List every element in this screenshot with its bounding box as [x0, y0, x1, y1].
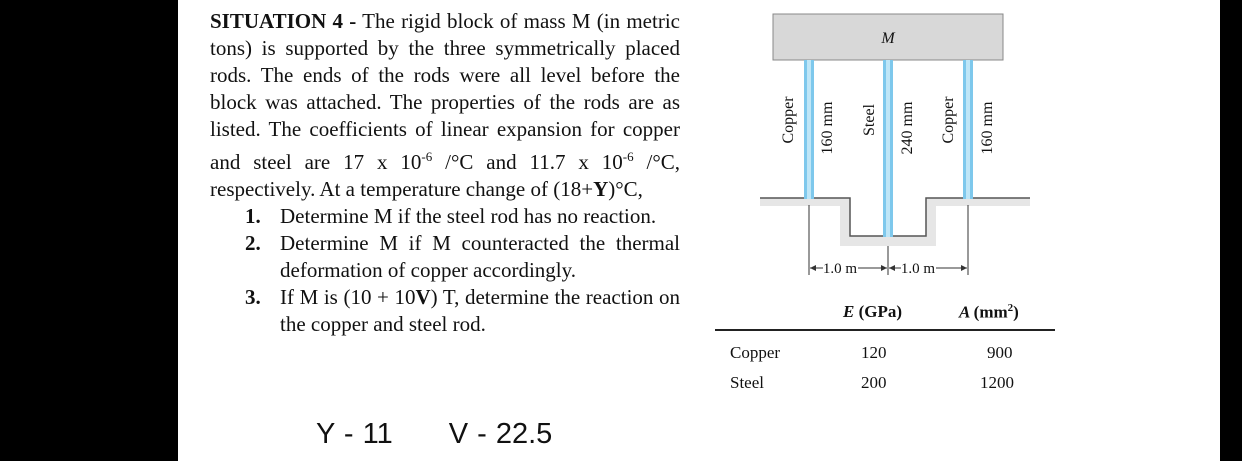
header-unit: (mm — [973, 302, 1008, 322]
intro-text: /°C, respectively. At a temperature chan… — [210, 150, 680, 201]
header-unit: ) — [1013, 302, 1019, 322]
spacing-label: 1.0 m — [823, 261, 858, 277]
question-number: 3. — [245, 285, 261, 309]
variable-y: Y — [593, 177, 609, 201]
problem-intro: SITUATION 4 - The rigid block of mass M … — [210, 8, 680, 203]
table-cell-material: Steel — [730, 373, 764, 392]
question-text: If M is (10 + 10 — [280, 285, 416, 309]
rod-length-label: 160 mm — [979, 101, 996, 154]
rod-core — [886, 60, 890, 237]
given-values: Y - 11 V - 22.5 — [316, 418, 608, 451]
rod-block-diagram: M Copper 160 mm Steel 240 mm Copper 160 … — [760, 13, 1030, 277]
v-value: V - 22.5 — [448, 418, 553, 450]
rod-core — [807, 60, 811, 199]
header-unit: (GPa) — [858, 302, 903, 321]
document-page — [178, 0, 1220, 461]
rigid-block — [772, 13, 1004, 61]
y-value: Y - 11 — [316, 418, 393, 450]
table-cell-e: 120 — [861, 343, 887, 362]
question-number: 2. — [245, 231, 261, 255]
block-label: M — [880, 30, 896, 47]
rod-length-label: 160 mm — [819, 101, 836, 154]
table-cell-e: 200 — [861, 373, 887, 392]
rod-length-label: 240 mm — [899, 101, 916, 154]
table-cell-a: 900 — [987, 343, 1013, 362]
rod-material-label: Steel — [861, 103, 878, 136]
exponent: -6 — [421, 149, 433, 164]
variable-v: V — [415, 285, 431, 309]
dimension-arrows — [810, 265, 967, 271]
rod-material-label: Copper — [940, 96, 957, 144]
spacing-label: 1.0 m — [901, 261, 936, 277]
table-cell-material: Copper — [730, 343, 781, 362]
question-text: Determine M if M counteracted the therma… — [280, 231, 680, 282]
question-number: 1. — [245, 204, 261, 228]
intro-text: /°C and 11.7 x 10 — [432, 150, 623, 174]
question-text: ) T, determine the reaction on the coppe… — [280, 285, 680, 336]
question-list: 1. Determine M if the steel rod has no re… — [210, 203, 680, 338]
table-cell-a: 1200 — [980, 373, 1014, 392]
intro-text: )°C, — [608, 177, 643, 201]
exponent: -6 — [622, 149, 634, 164]
question-item: 1. Determine M if the steel rod has no re… — [210, 203, 680, 230]
question-item: 3. If M is (10 + 10V) T, determine the re… — [210, 284, 680, 338]
support-ground — [760, 198, 1030, 246]
header-unit-exponent: 2 — [1007, 302, 1014, 314]
header-modulus: E (GPa) — [843, 302, 902, 322]
rod-material-label: Copper — [780, 96, 797, 144]
header-symbol: A — [959, 302, 970, 322]
rod-core — [966, 60, 970, 199]
properties-table: E (GPa) A (mm2) Copper 120 900 Steel 200… — [715, 295, 1055, 405]
question-item: 2. Determine M if M counteracted the ther… — [210, 230, 680, 284]
problem-statement: SITUATION 4 - The rigid block of mass M … — [210, 8, 680, 338]
question-text: Determine M if the steel rod has no reac… — [280, 204, 657, 228]
header-symbol: E — [843, 302, 855, 321]
header-area: A (mm2) — [959, 302, 1019, 323]
intro-text: The rigid block of mass M (in metric ton… — [210, 9, 680, 174]
table-rule — [715, 329, 1055, 331]
situation-heading: SITUATION 4 - — [210, 9, 357, 33]
